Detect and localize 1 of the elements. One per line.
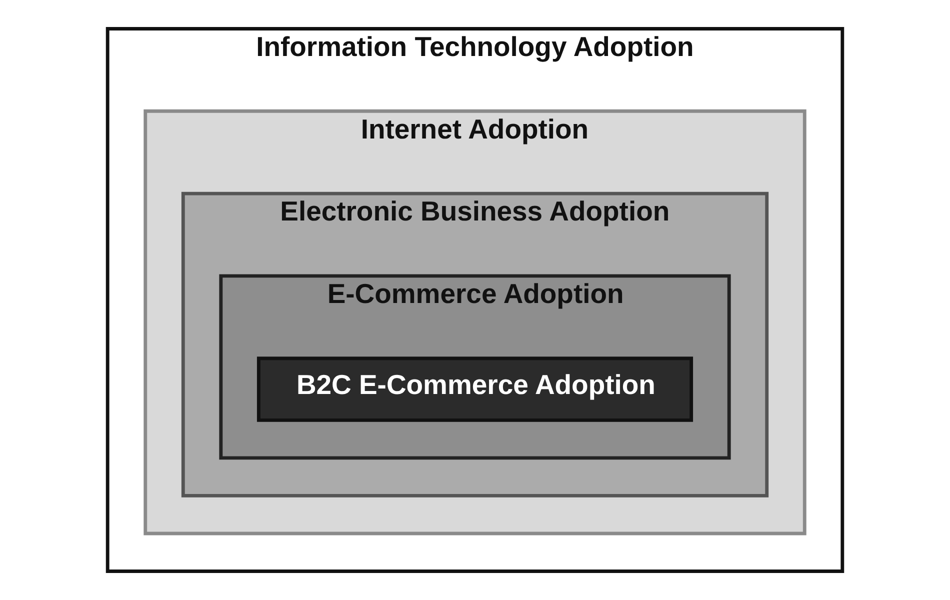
node-box: B2C E-Commerce Adoption: [256, 356, 694, 422]
